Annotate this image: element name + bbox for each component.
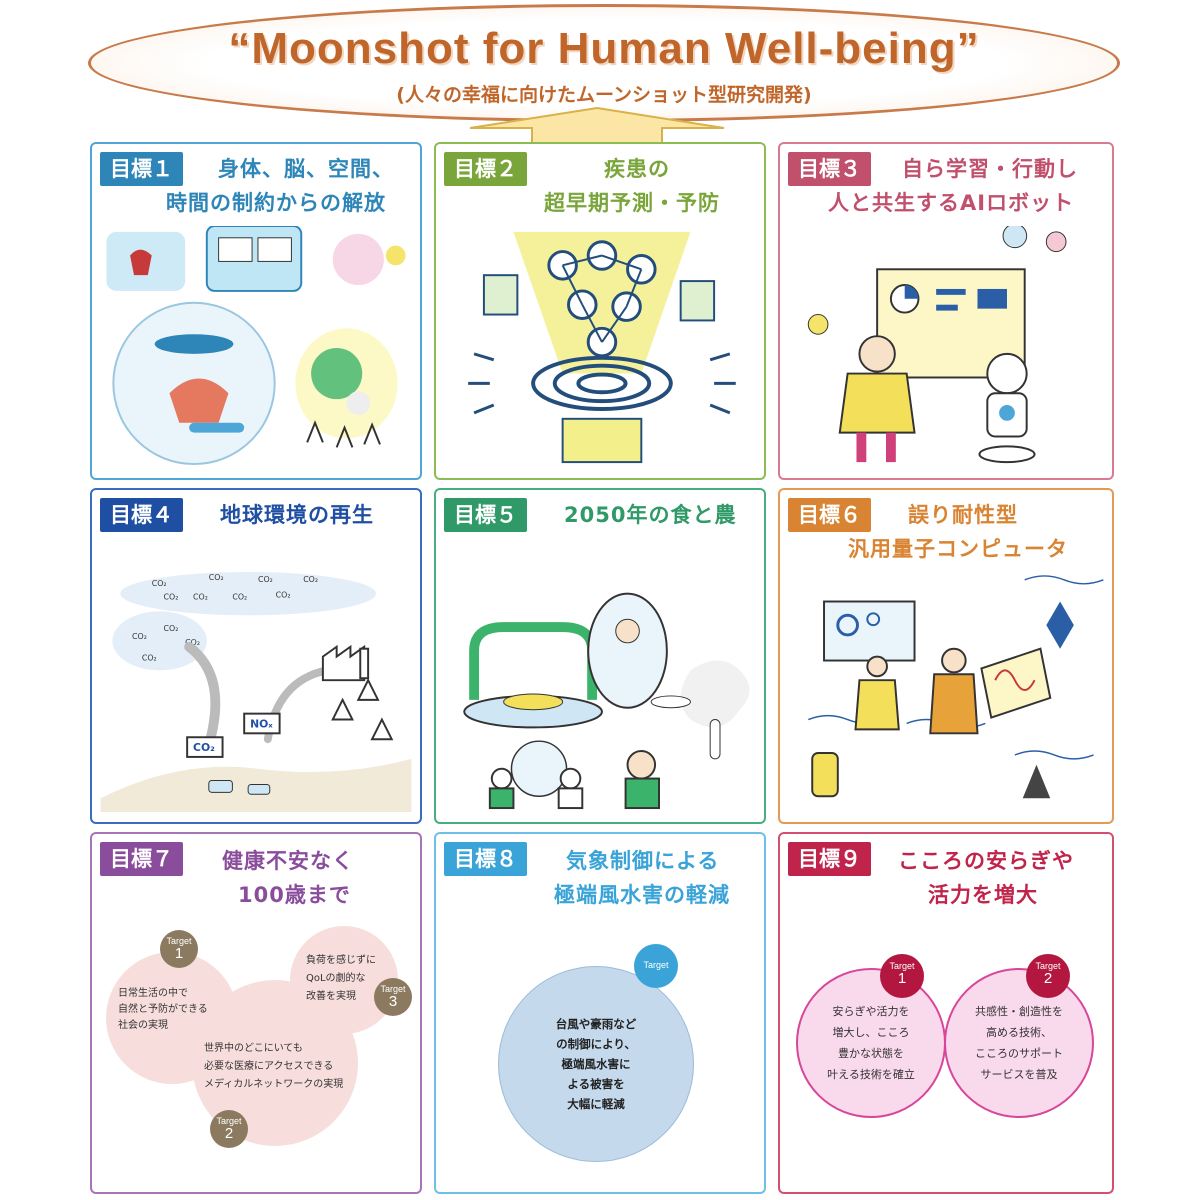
goal-panel-1: 目標１ 身体、脳、空間、 時間の制約からの解放 [90, 142, 422, 480]
target-badge-8: Target [634, 944, 678, 988]
goal-panel-5: 目標５ 2050年の食と農 [434, 488, 766, 824]
goal-badge-6: 目標６ [788, 498, 871, 532]
co2-label: CO₂ [164, 593, 179, 602]
goal-panel-4: 目標４ 地球環境の再生 CO₂ CO₂ CO₂ CO₂ CO₂ CO₂ CO₂ … [90, 488, 422, 824]
goal-panel-3: 目標３ 自ら学習・行動し 人と共生するAIロボット [778, 142, 1114, 480]
goal-illustration-1 [100, 225, 412, 468]
goal-illustration-2 [444, 226, 756, 468]
target-badge-7-1: Target 1 [160, 930, 198, 968]
goal-badge-4: 目標４ [100, 498, 183, 532]
goal-badge-8: 目標８ [444, 842, 527, 876]
co2-tank-label: CO₂ [193, 741, 215, 754]
goal-badge-9: 目標９ [788, 842, 871, 876]
goal-panel-8: 目標８ 気象制御による 極端風水害の軽減 台風や豪雨など の制御により、 極端風… [434, 832, 766, 1194]
goal-illustration-6 [788, 572, 1104, 812]
goal-illustration-4: CO₂ CO₂ CO₂ CO₂ CO₂ CO₂ CO₂ CO₂ CO₂ CO₂ … [100, 572, 412, 812]
goal-title-9-line2: 活力を増大 [928, 883, 1038, 907]
page-title: “Moonshot for Human Well-being” [228, 24, 980, 73]
co2-label: CO₂ [132, 632, 147, 641]
target-circle-8: 台風や豪雨など の制御により、 極端風水害に よる被害を 大幅に軽減 [498, 966, 694, 1162]
co2-label: CO₂ [303, 575, 318, 584]
goal-title-2-line2: 超早期予測・予防 [544, 191, 720, 215]
target-text-8: 台風や豪雨など の制御により、 極端風水害に よる被害を 大幅に軽減 [555, 1017, 637, 1111]
up-arrow-icon [469, 106, 725, 145]
goal-title-7-line1: 健康不安なく [222, 849, 354, 873]
co2-label: CO₂ [185, 638, 200, 647]
goal-illustration-5 [444, 572, 756, 812]
nox-tank-label: NOₓ [250, 717, 273, 730]
co2-label: CO₂ [258, 575, 273, 584]
goal-title-8-line1: 気象制御による [566, 849, 720, 873]
target-badge-7-3: Target 3 [374, 978, 412, 1016]
target-badge-7-2: Target 2 [210, 1110, 248, 1148]
target-text-9-1: 安らぎや活力を 増大し、こころ 豊かな状態を 叶える技術を確立 [827, 1005, 915, 1081]
goal-title-8-line2: 極端風水害の軽減 [554, 883, 730, 907]
target-circle-9-1: 安らぎや活力を 増大し、こころ 豊かな状態を 叶える技術を確立 [796, 968, 946, 1118]
goal-badge-2: 目標２ [444, 152, 527, 186]
goal-panel-2: 目標２ 疾患の 超早期予測・予防 [434, 142, 766, 480]
goal-title-4-line1: 地球環境の再生 [220, 503, 374, 527]
co2-label: CO₂ [152, 579, 167, 588]
co2-label: CO₂ [193, 593, 208, 602]
goal-title-6-line2: 汎用量子コンピュータ [848, 537, 1068, 561]
target-badge-9-2: Target 2 [1026, 954, 1070, 998]
goal-panel-9: 目標９ こころの安らぎや 活力を増大 安らぎや活力を 増大し、こころ 豊かな状態… [778, 832, 1114, 1194]
co2-label: CO₂ [232, 593, 247, 602]
goal-title-7-line2: 100歳まで [238, 883, 351, 907]
goal-title-5-line1: 2050年の食と農 [564, 503, 737, 527]
page-subtitle: (人々の幸福に向けたムーンショット型研究開発) [396, 84, 812, 106]
target-badge-9-1: Target 1 [880, 954, 924, 998]
goal-illustration-3 [788, 223, 1104, 468]
goal-title-1-line1: 身体、脳、空間、 [218, 157, 394, 181]
goal-title-6-line1: 誤り耐性型 [908, 503, 1018, 527]
target-text-7-3: 負荷を感じずに QoLの劇的な 改善を実現 [306, 955, 376, 1002]
target-circle-9-2: 共感性・創造性を 高める技術、 こころのサポート サービスを普及 [944, 968, 1094, 1118]
co2-label: CO₂ [142, 654, 157, 663]
goal-badge-7: 目標７ [100, 842, 183, 876]
target-text-7-2: 世界中のどこにいても 必要な医療にアクセスできる メディカルネットワークの実現 [204, 1043, 344, 1090]
goal-badge-3: 目標３ [788, 152, 871, 186]
goal-badge-1: 目標１ [100, 152, 183, 186]
goal-panel-7: 目標７ 健康不安なく 100歳まで 日常生活の中で 自然と予防ができる 社会の実… [90, 832, 422, 1194]
goal-title-9-line1: こころの安らぎや [898, 849, 1074, 873]
goal-title-3-line1: 自ら学習・行動し [902, 157, 1078, 181]
goal-panel-6: 目標６ 誤り耐性型 汎用量子コンピュータ [778, 488, 1114, 824]
goal-title-3-line2: 人と共生するAIロボット [828, 191, 1075, 215]
co2-label: CO₂ [276, 591, 291, 600]
target-text-7-1: 日常生活の中で 自然と予防ができる 社会の実現 [118, 988, 208, 1031]
target-text-9-2: 共感性・創造性を 高める技術、 こころのサポート サービスを普及 [975, 1005, 1063, 1081]
co2-label: CO₂ [164, 624, 179, 633]
header-ellipse [88, 4, 1120, 122]
goal-title-1-line2: 時間の制約からの解放 [166, 191, 386, 215]
co2-label: CO₂ [209, 573, 224, 582]
goal-badge-5: 目標５ [444, 498, 527, 532]
goal-title-2-line1: 疾患の [604, 157, 670, 181]
